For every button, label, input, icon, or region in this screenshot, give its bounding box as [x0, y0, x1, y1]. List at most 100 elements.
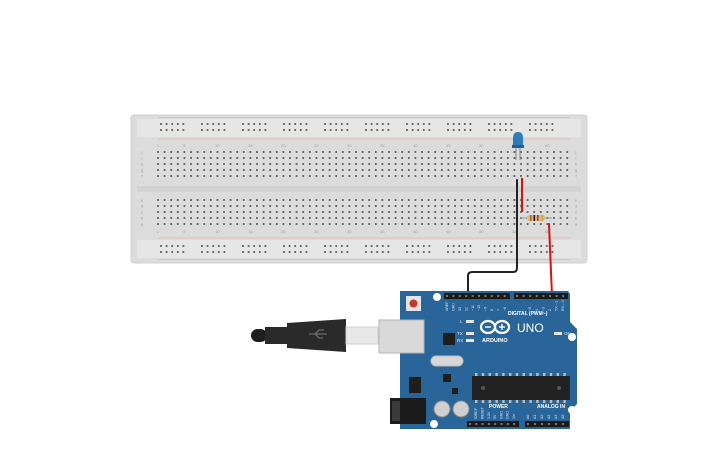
rail-hole[interactable]: [387, 251, 390, 253]
rail-hole[interactable]: [346, 123, 349, 125]
breadboard-hole[interactable]: [223, 169, 225, 171]
breadboard-hole[interactable]: [506, 151, 509, 153]
breadboard-hole[interactable]: [454, 211, 456, 213]
black-wire[interactable]: [467, 179, 518, 297]
breadboard-hole[interactable]: [295, 217, 298, 219]
breadboard-hole[interactable]: [434, 169, 437, 171]
breadboard-hole[interactable]: [269, 211, 272, 213]
breadboard-hole[interactable]: [487, 169, 489, 171]
breadboard-hole[interactable]: [229, 205, 232, 207]
breadboard-hole[interactable]: [473, 163, 476, 165]
breadboard-hole[interactable]: [539, 211, 542, 213]
rail-hole[interactable]: [428, 251, 431, 253]
breadboard-hole[interactable]: [249, 151, 252, 153]
breadboard-hole[interactable]: [447, 163, 450, 165]
breadboard-hole[interactable]: [209, 211, 212, 213]
breadboard-hole[interactable]: [308, 217, 311, 219]
breadboard-hole[interactable]: [183, 211, 186, 213]
breadboard-hole[interactable]: [381, 163, 384, 165]
breadboard-hole[interactable]: [249, 217, 252, 219]
breadboard-hole[interactable]: [553, 163, 555, 165]
breadboard-hole[interactable]: [407, 199, 410, 201]
rail-hole[interactable]: [493, 245, 496, 247]
breadboard-hole[interactable]: [473, 223, 476, 225]
rail-hole[interactable]: [305, 123, 308, 125]
rail-hole[interactable]: [417, 245, 420, 247]
rail-hole[interactable]: [469, 129, 472, 131]
breadboard-hole[interactable]: [539, 223, 542, 225]
breadboard-hole[interactable]: [170, 157, 173, 159]
usb-b-port[interactable]: [378, 319, 425, 354]
header-pin[interactable]: [481, 423, 484, 425]
breadboard-hole[interactable]: [223, 205, 225, 207]
breadboard-hole[interactable]: [526, 151, 529, 153]
breadboard-hole[interactable]: [341, 217, 344, 219]
breadboard-hole[interactable]: [381, 211, 384, 213]
breadboard-hole[interactable]: [176, 223, 179, 225]
rail-hole[interactable]: [206, 251, 209, 253]
breadboard-hole[interactable]: [322, 175, 324, 177]
breadboard-hole[interactable]: [308, 211, 311, 213]
breadboard-hole[interactable]: [216, 169, 219, 171]
breadboard-hole[interactable]: [414, 175, 417, 177]
breadboard-hole[interactable]: [223, 157, 225, 159]
breadboard-hole[interactable]: [434, 211, 437, 213]
rail-hole[interactable]: [299, 123, 302, 125]
breadboard-hole[interactable]: [157, 151, 159, 153]
breadboard-hole[interactable]: [289, 211, 291, 213]
breadboard-hole[interactable]: [414, 151, 417, 153]
rail-hole[interactable]: [510, 129, 513, 131]
breadboard-hole[interactable]: [526, 175, 529, 177]
rail-hole[interactable]: [529, 245, 531, 247]
breadboard-hole[interactable]: [275, 217, 278, 219]
breadboard-hole[interactable]: [559, 175, 562, 177]
breadboard-hole[interactable]: [539, 205, 542, 207]
digital-pin-header[interactable]: [514, 293, 568, 299]
breadboard-hole[interactable]: [315, 223, 318, 225]
header-pin[interactable]: [562, 295, 565, 297]
rail-hole[interactable]: [463, 245, 466, 247]
breadboard-hole[interactable]: [335, 175, 338, 177]
breadboard-hole[interactable]: [229, 223, 232, 225]
rail-hole[interactable]: [324, 123, 326, 125]
breadboard-hole[interactable]: [275, 157, 278, 159]
breadboard-hole[interactable]: [295, 199, 298, 201]
rail-hole[interactable]: [365, 245, 367, 247]
breadboard-hole[interactable]: [242, 175, 245, 177]
breadboard-hole[interactable]: [381, 199, 384, 201]
breadboard-hole[interactable]: [553, 217, 555, 219]
breadboard-hole[interactable]: [275, 223, 278, 225]
breadboard-hole[interactable]: [275, 205, 278, 207]
breadboard-hole[interactable]: [242, 151, 245, 153]
breadboard-hole[interactable]: [223, 175, 225, 177]
rail-hole[interactable]: [217, 123, 220, 125]
breadboard-hole[interactable]: [421, 211, 423, 213]
reset-button[interactable]: [409, 299, 418, 308]
breadboard-hole[interactable]: [559, 223, 562, 225]
breadboard-hole[interactable]: [467, 169, 470, 171]
breadboard-hole[interactable]: [262, 223, 265, 225]
breadboard-hole[interactable]: [216, 151, 219, 153]
breadboard-hole[interactable]: [500, 175, 503, 177]
breadboard-hole[interactable]: [447, 175, 450, 177]
breadboard-hole[interactable]: [566, 157, 569, 159]
breadboard-hole[interactable]: [348, 217, 351, 219]
header-pin[interactable]: [494, 423, 497, 425]
rail-hole[interactable]: [428, 245, 431, 247]
breadboard-holes[interactable]: [157, 123, 569, 253]
breadboard-hole[interactable]: [183, 205, 186, 207]
rail-hole[interactable]: [305, 245, 308, 247]
breadboard-hole[interactable]: [322, 157, 324, 159]
rail-hole[interactable]: [534, 245, 537, 247]
breadboard-hole[interactable]: [407, 151, 410, 153]
rail-hole[interactable]: [411, 245, 414, 247]
breadboard-hole[interactable]: [335, 151, 338, 153]
breadboard-hole[interactable]: [236, 175, 239, 177]
breadboard-hole[interactable]: [467, 199, 470, 201]
breadboard-hole[interactable]: [348, 175, 351, 177]
breadboard-hole[interactable]: [335, 163, 338, 165]
breadboard-hole[interactable]: [229, 211, 232, 213]
breadboard-hole[interactable]: [341, 157, 344, 159]
rail-hole[interactable]: [493, 129, 496, 131]
breadboard-hole[interactable]: [355, 169, 357, 171]
